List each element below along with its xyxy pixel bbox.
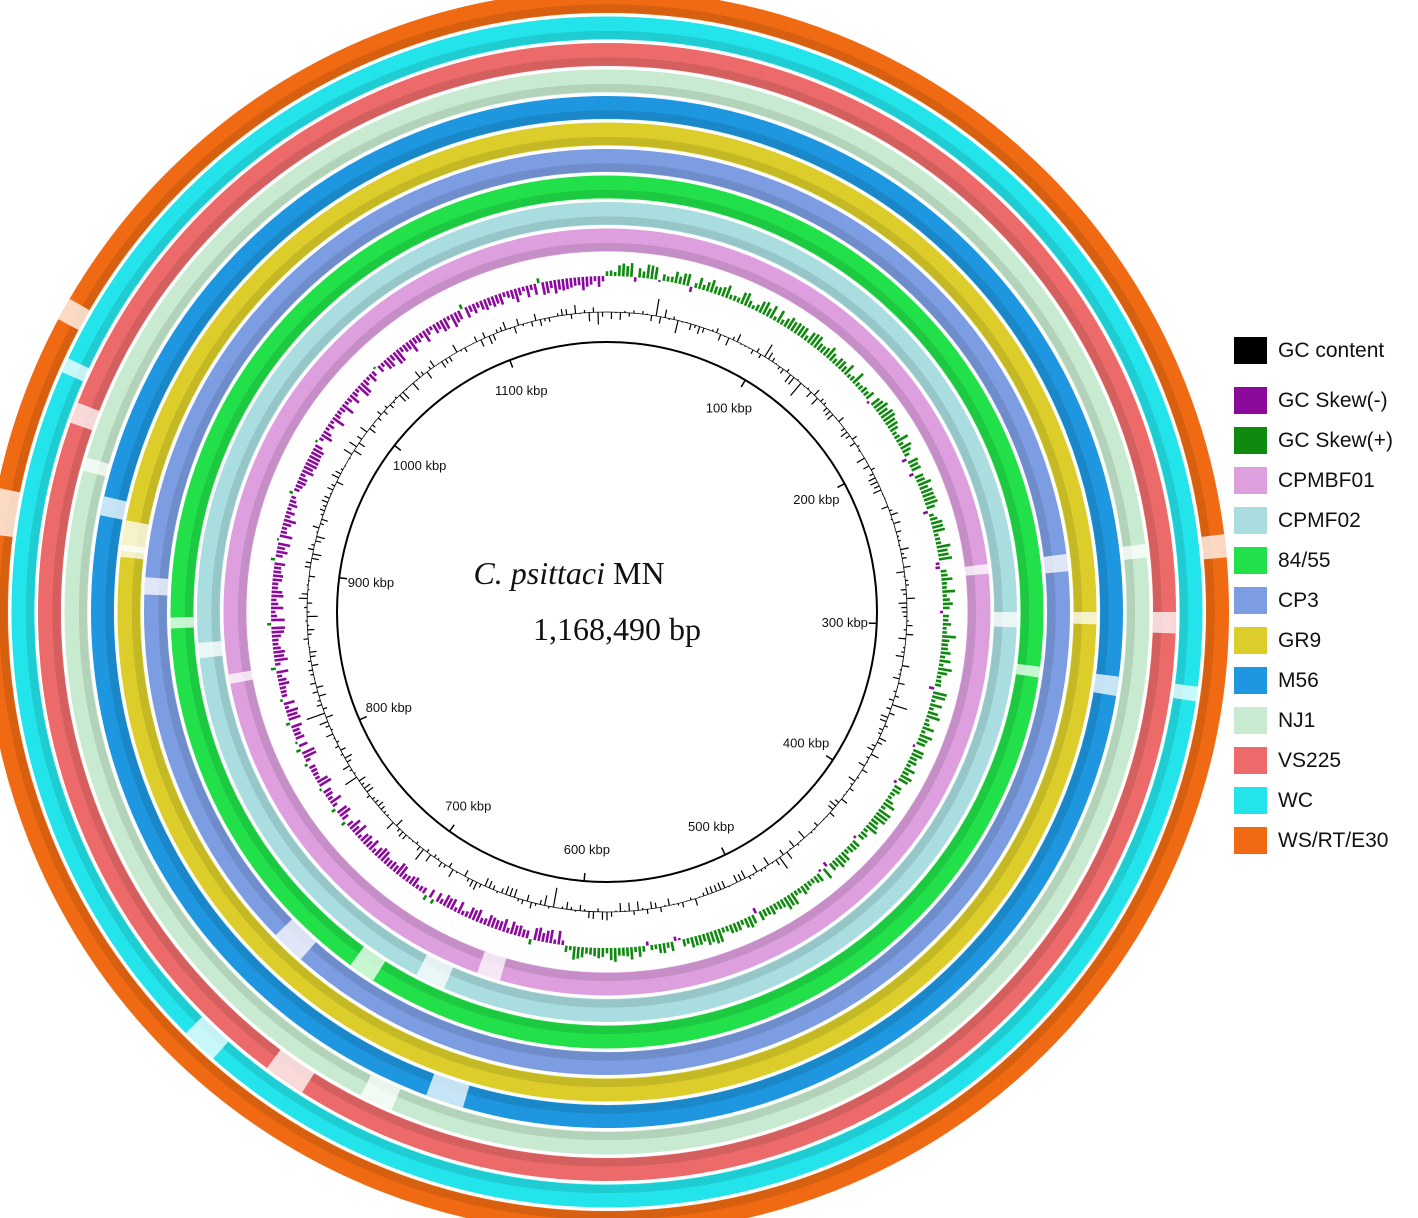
legend-swatch (1234, 667, 1267, 694)
ring-m56 (91, 96, 1123, 1128)
ring-vs225 (38, 43, 1176, 1181)
tick-mark (339, 577, 348, 580)
legend-swatch (1234, 747, 1267, 774)
gc-skew-positive (267, 263, 956, 962)
legend-label: GC Skew(-) (1278, 389, 1388, 412)
legend-label: NJ1 (1278, 709, 1316, 732)
legend-label: CPMF02 (1278, 509, 1361, 532)
legend-swatch (1234, 627, 1267, 654)
gc-skew-negative (270, 275, 943, 946)
legend-item: WC (1234, 787, 1414, 827)
gc-content-track (298, 298, 916, 921)
gc-content-bars (298, 298, 916, 921)
legend-item: NJ1 (1234, 707, 1414, 747)
tick-mark (740, 379, 746, 388)
tick-label: 100 kbp (706, 401, 752, 416)
legend-item: GC Skew(-) (1234, 387, 1414, 427)
legend-swatch (1234, 707, 1267, 734)
legend-item: M56 (1234, 667, 1414, 707)
ring-wc (11, 16, 1203, 1208)
legend-swatch (1234, 427, 1267, 454)
legend-swatch (1234, 587, 1267, 614)
legend-item: 84/55 (1234, 547, 1414, 587)
legend-swatch (1234, 547, 1267, 574)
legend-label: CPMBF01 (1278, 469, 1375, 492)
legend-label: M56 (1278, 669, 1319, 692)
legend-item: GC Skew(+) (1234, 427, 1414, 467)
ring-cp3 (144, 149, 1070, 1075)
legend-item: GR9 (1234, 627, 1414, 667)
legend-item: CP3 (1234, 587, 1414, 627)
genome-length: 1,168,490 bp (533, 611, 701, 647)
legend-swatch (1234, 337, 1267, 364)
ring-cpmf02 (197, 202, 1017, 1022)
tick-label: 1000 kbp (393, 458, 447, 473)
legend-swatch (1234, 387, 1267, 414)
legend-label: WC (1278, 789, 1313, 812)
legend-item: VS225 (1234, 747, 1414, 787)
position-ticks: 100 kbp 200 kbp 300 kbp 400 kbp 500 kbp 600 k… (339, 359, 877, 882)
legend-label: GC content (1278, 339, 1385, 362)
legend-label: CP3 (1278, 589, 1319, 612)
blast-rings (0, 0, 1229, 1218)
ring-nj1 (64, 69, 1150, 1155)
ring-84-55 (170, 175, 1044, 1049)
legend-item: GC content (1234, 337, 1414, 387)
tick-mark (583, 872, 586, 882)
legend-item: CPMF02 (1234, 507, 1414, 547)
gc-skew-track (267, 263, 956, 962)
tick-mark (837, 482, 845, 489)
legend-swatch (1234, 827, 1267, 854)
tick-label: 900 kbp (348, 575, 394, 590)
tick-label: 500 kbp (688, 819, 734, 834)
tick-label: 300 kbp (822, 615, 868, 630)
ring-gr9 (117, 122, 1097, 1102)
tick-mark (359, 715, 368, 721)
legend-label: WS/RT/E30 (1278, 829, 1389, 852)
title-species: C. psittaci (473, 555, 605, 591)
legend-label: VS225 (1278, 749, 1342, 772)
tick-label: 200 kbp (793, 492, 839, 507)
tick-mark (720, 847, 726, 856)
title-strain: MN (613, 555, 665, 591)
legend-item: WS/RT/E30 (1234, 827, 1414, 867)
tick-mark (825, 754, 834, 761)
legend-label: GR9 (1278, 629, 1322, 652)
tick-label: 700 kbp (445, 798, 491, 813)
tick-label: 400 kbp (783, 735, 829, 750)
legend-item: CPMBF01 (1234, 467, 1414, 507)
tick-mark (394, 444, 402, 451)
tick-mark (509, 359, 514, 368)
tick-mark (448, 824, 455, 832)
legend-swatch (1234, 507, 1267, 534)
backbone-circle (336, 341, 878, 883)
tick-label: 600 kbp (564, 842, 610, 857)
tick-label: 800 kbp (366, 700, 412, 715)
tick-label: 1100 kbp (495, 383, 548, 398)
legend-swatch (1234, 787, 1267, 814)
legend-swatch (1234, 467, 1267, 494)
ring-cpmbf01 (223, 228, 991, 996)
legend-label: GC Skew(+) (1278, 429, 1393, 452)
legend-label: 84/55 (1278, 549, 1331, 572)
ring-ws-rt-e30 (0, 0, 1229, 1218)
